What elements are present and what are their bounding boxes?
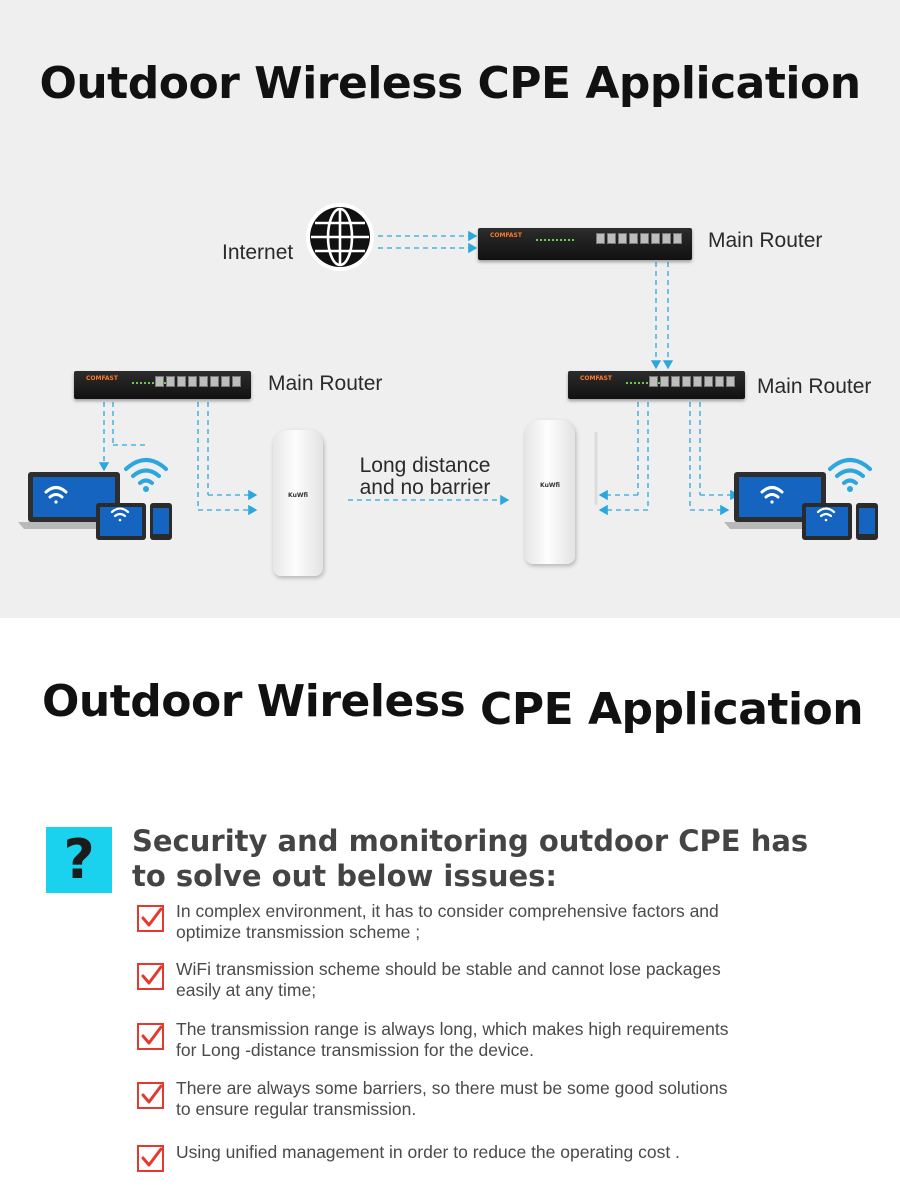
list-item-line1: There are always some barriers, so there… (176, 1078, 728, 1098)
router-brand: COMFAST (490, 232, 522, 239)
list-item-line1: Using unified management in order to red… (176, 1142, 680, 1162)
internet-label: Internet (222, 241, 294, 264)
cpe-logo: KuWfi (540, 482, 560, 489)
wifi-icon (44, 486, 68, 504)
wifi-signal-icon (828, 458, 872, 492)
list-item-line2: optimize transmission scheme ; (176, 922, 421, 942)
router-top-icon: COMFAST (478, 228, 692, 260)
checkbox-icon (137, 963, 164, 990)
list-item-line1: In complex environment, it has to consid… (176, 901, 719, 921)
list-item-line2: to ensure regular transmission. (176, 1099, 417, 1119)
wifi-icon (110, 507, 130, 522)
router-right-icon: COMFAST (568, 371, 745, 399)
tablet-icon (802, 503, 852, 540)
list-item-line2: for Long -distance transmission for the … (176, 1040, 534, 1060)
main-router-label-top: Main Router (708, 229, 823, 252)
router-brand: COMFAST (86, 375, 118, 382)
list-item-line1: WiFi transmission scheme should be stabl… (176, 959, 721, 979)
tablet-icon (96, 503, 146, 540)
issues-heading: Security and monitoring outdoor CPE has … (132, 824, 832, 894)
section-title-part2: CPE Application (480, 684, 864, 735)
list-item: In complex environment, it has to consid… (137, 901, 817, 951)
wifi-icon (760, 486, 784, 504)
link-label: Long distance and no barrier (350, 455, 500, 499)
cpe-device-right-icon: KuWfi (525, 420, 575, 564)
globe-icon (306, 203, 374, 271)
wifi-icon (816, 507, 836, 522)
network-diagram (18, 203, 878, 540)
phone-icon (856, 503, 878, 540)
section-title-part1: Outdoor Wireless (42, 676, 466, 727)
connector-lines (98, 230, 740, 516)
main-router-label-right: Main Router (757, 375, 872, 398)
issues-heading-line1: Security and monitoring outdoor CPE has (132, 824, 809, 858)
main-router-label-left: Main Router (268, 372, 383, 395)
list-item-text: In complex environment, it has to consid… (176, 901, 816, 943)
list-item: The transmission range is always long, w… (137, 1019, 817, 1069)
list-item-line2: easily at any time; (176, 980, 317, 1000)
link-label-line1: Long distance (359, 454, 491, 477)
cpe-device-left-icon: KuWfi (273, 430, 323, 576)
question-icon: ? (46, 827, 112, 893)
checkbox-icon (137, 1023, 164, 1050)
section-title: Outdoor Wireless CPE Application (42, 676, 864, 735)
list-item-text: There are always some barriers, so there… (176, 1078, 816, 1120)
list-item: Using unified management in order to red… (137, 1141, 817, 1191)
router-brand: COMFAST (580, 375, 612, 382)
list-item-text: The transmission range is always long, w… (176, 1019, 816, 1061)
issues-heading-line2: to solve out below issues: (132, 859, 558, 893)
cpe-logo: KuWfi (288, 492, 308, 499)
list-item: WiFi transmission scheme should be stabl… (137, 959, 817, 1009)
list-item-text: Using unified management in order to red… (176, 1142, 816, 1163)
page-title: Outdoor Wireless CPE Application (39, 58, 861, 109)
checkbox-icon (137, 905, 164, 932)
checkbox-icon (137, 1145, 164, 1172)
wifi-signal-icon (124, 458, 168, 492)
list-item-text: WiFi transmission scheme should be stabl… (176, 959, 816, 1001)
phone-icon (150, 503, 172, 540)
router-left-icon: COMFAST (74, 371, 251, 399)
checkbox-icon (137, 1082, 164, 1109)
link-label-line2: and no barrier (359, 476, 491, 499)
list-item: There are always some barriers, so there… (137, 1078, 817, 1128)
list-item-line1: The transmission range is always long, w… (176, 1019, 729, 1039)
